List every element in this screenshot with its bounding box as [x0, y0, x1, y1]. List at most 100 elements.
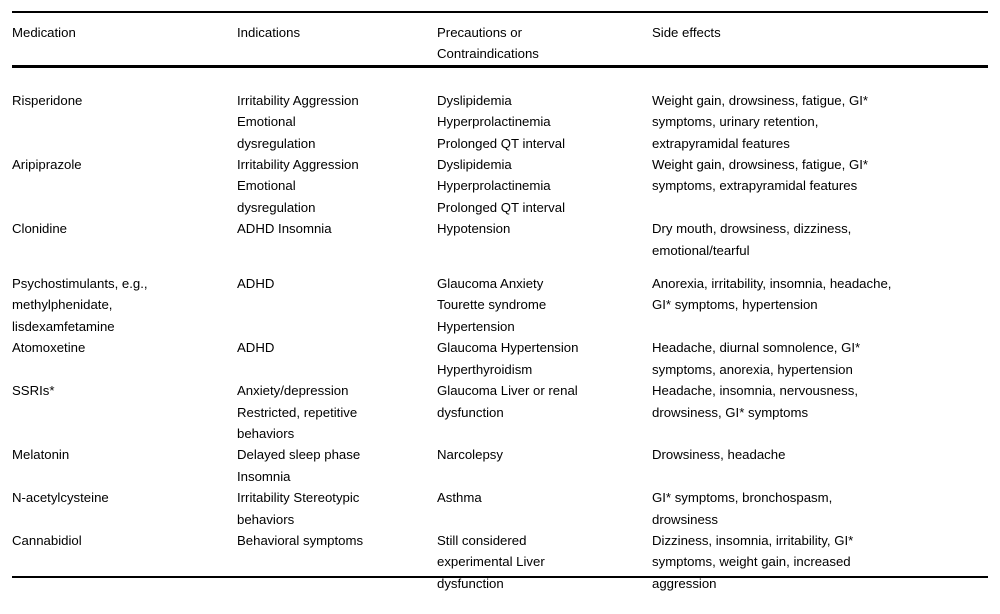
column-header-medication: Medication: [12, 0, 237, 77]
cell-line: Melatonin: [12, 447, 70, 463]
cell-medication: SSRIs*: [12, 380, 237, 444]
cell-line: Headache, diurnal somnolence, GI*: [652, 340, 861, 356]
cell-line: methylphenidate,: [12, 297, 113, 313]
cell-line: behaviors: [237, 425, 295, 441]
cell-line: Glaucoma Hypertension: [437, 340, 579, 356]
cell-line: Irritability Stereotypic: [237, 490, 360, 506]
cell-line: Headache, insomnia, nervousness,: [652, 383, 858, 399]
cell-indications: Behavioral symptoms: [237, 530, 437, 614]
cell-text: Irritability Stereotypic behaviors: [237, 487, 437, 530]
cell-line: GI* symptoms, hypertension: [652, 297, 818, 313]
cell-line: Atomoxetine: [12, 340, 86, 356]
cell-side_effects: Dry mouth, drowsiness, dizziness,emotion…: [652, 218, 988, 261]
cell-line: Psychostimulants, e.g.,: [12, 276, 148, 292]
cell-line: GI* symptoms, bronchospasm,: [652, 490, 833, 506]
cell-line: symptoms, urinary retention,: [652, 114, 819, 130]
cell-medication: Psychostimulants, e.g.,methylphenidate,l…: [12, 273, 237, 337]
table-row: Psychostimulants, e.g.,methylphenidate,l…: [12, 273, 988, 337]
cell-side_effects: Dizziness, insomnia, irritability, GI*sy…: [652, 530, 988, 614]
cell-medication: Clonidine: [12, 218, 237, 261]
row-spacer-cell: [12, 261, 988, 273]
cell-text: GI* symptoms, bronchospasm, drowsiness: [652, 487, 988, 530]
cell-line: Risperidone: [12, 92, 83, 108]
cell-line: Narcolepsy: [437, 447, 503, 463]
cell-line: Clonidine: [12, 221, 67, 237]
cell-line: ADHD: [237, 276, 275, 292]
cell-indications: ADHD: [237, 273, 437, 337]
cell-indications: ADHD: [237, 337, 437, 380]
cell-precautions: Hypotension: [437, 218, 652, 261]
cell-text: N-acetylcysteine: [12, 487, 237, 508]
cell-side_effects: Weight gain, drowsiness, fatigue, GI*sym…: [652, 154, 988, 218]
cell-line: dysfunction: [437, 575, 504, 591]
header-line: Medication: [12, 25, 76, 40]
cell-text: Drowsiness, headache: [652, 444, 988, 465]
cell-line: Aripiprazole: [12, 157, 82, 173]
column-header-side_effects: Side effects: [652, 0, 988, 77]
cell-text: Melatonin: [12, 444, 237, 465]
cell-text: Headache, insomnia, nervousness,drowsine…: [652, 380, 988, 423]
cell-medication: Cannabidiol: [12, 530, 237, 614]
cell-line: Glaucoma Liver or renal: [437, 383, 578, 399]
cell-medication: Melatonin: [12, 444, 237, 487]
cell-line: Hypertension: [437, 318, 515, 334]
cell-line: Weight gain, drowsiness, fatigue, GI*: [652, 157, 868, 173]
cell-line: Dyslipidemia: [437, 157, 512, 173]
cell-line: symptoms, weight gain, increased: [652, 554, 851, 570]
cell-line: N-acetylcysteine: [12, 490, 109, 506]
cell-line: Prolonged QT interval: [437, 199, 566, 215]
cell-line: Irritability Aggression: [237, 157, 359, 173]
table-row: N-acetylcysteine Irritability Stereotypic…: [12, 487, 988, 530]
cell-line: Anorexia, irritability, insomnia, headac…: [652, 276, 892, 292]
cell-indications: ADHD Insomnia: [237, 218, 437, 261]
cell-line: ADHD: [237, 340, 275, 356]
cell-line: Tourette syndrome: [437, 297, 547, 313]
cell-text: Dry mouth, drowsiness, dizziness,emotion…: [652, 218, 988, 261]
cell-indications: Irritability Stereotypic behaviors: [237, 487, 437, 530]
cell-side_effects: GI* symptoms, bronchospasm, drowsiness: [652, 487, 988, 530]
cell-text: Hypotension: [437, 218, 652, 239]
cell-line: Hyperprolactinemia: [437, 114, 551, 130]
header-line: Contraindications: [437, 46, 539, 62]
cell-text: Weight gain, drowsiness, fatigue, GI*sym…: [652, 90, 988, 154]
cell-line: dysregulation: [237, 199, 316, 215]
cell-line: Emotional: [237, 114, 296, 130]
cell-line: Emotional: [237, 178, 296, 194]
cell-text: Weight gain, drowsiness, fatigue, GI*sym…: [652, 154, 988, 197]
cell-text: ADHD: [237, 273, 437, 294]
cell-precautions: Asthma: [437, 487, 652, 530]
column-header-text: Indications: [237, 22, 437, 43]
table-bottom-rule: [12, 576, 988, 578]
cell-line: behaviors: [237, 511, 295, 527]
header-line: Indications: [237, 25, 301, 40]
cell-line: Irritability Aggression: [237, 92, 359, 108]
header-line: Side effects: [652, 25, 721, 40]
cell-line: Asthma: [437, 490, 482, 506]
cell-text: Anorexia, irritability, insomnia, headac…: [652, 273, 988, 316]
cell-line: Drowsiness, headache: [652, 447, 786, 463]
cell-line: Dyslipidemia: [437, 92, 512, 108]
column-header-indications: Indications: [237, 0, 437, 77]
cell-text: Aripiprazole: [12, 154, 237, 175]
cell-medication: N-acetylcysteine: [12, 487, 237, 530]
cell-line: Still considered: [437, 532, 527, 548]
cell-line: drowsiness: [652, 511, 718, 527]
cell-line: aggression: [652, 575, 717, 591]
